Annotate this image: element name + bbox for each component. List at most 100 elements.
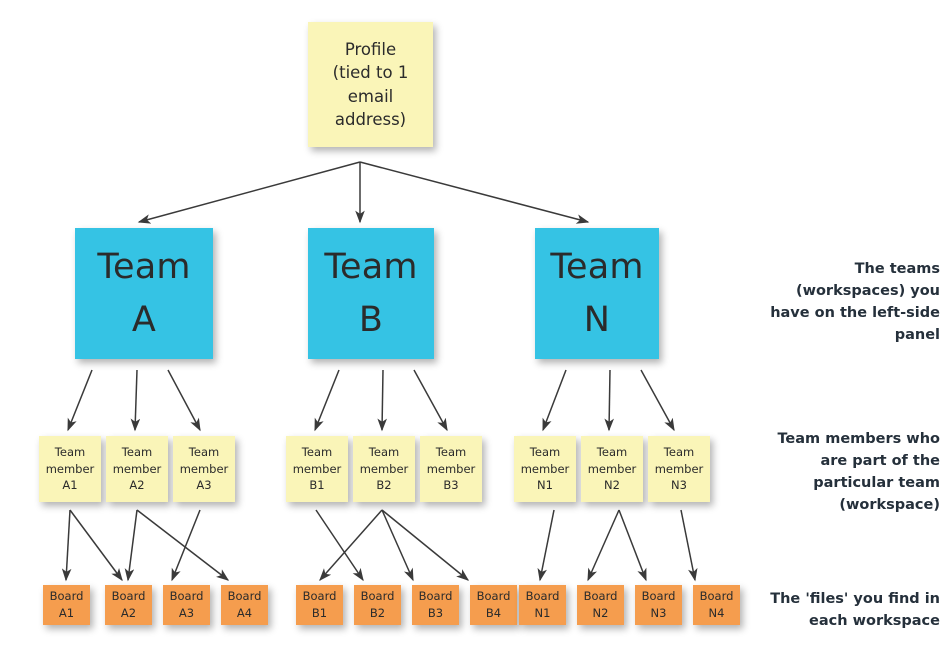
node-board-n2[interactable]: Board N2 <box>577 585 624 625</box>
node-board-n2-line2: N2 <box>592 606 609 620</box>
edge-member-n1-to-board-n1 <box>537 509 555 582</box>
node-member-a1-text: Team member A1 <box>46 444 95 494</box>
node-board-a2-line1: Board <box>111 589 146 604</box>
node-board-b2-line2: B2 <box>369 606 386 620</box>
node-board-b2-line1: Board <box>360 589 395 604</box>
edge-member-a1-to-board-a1 <box>61 509 72 582</box>
edge-team-b-to-member-b2 <box>377 369 387 432</box>
node-member-n2-line3: N2 <box>604 478 620 493</box>
node-member-a3-text: Team member A3 <box>180 444 229 494</box>
node-member-a2-line2: member <box>112 461 162 476</box>
edge-member-a2-to-board-a2 <box>124 509 138 582</box>
edge-team-b-to-member-b3 <box>413 369 448 432</box>
node-board-n1[interactable]: Board N1 <box>519 585 566 625</box>
node-member-a3-line3: A3 <box>196 478 212 493</box>
edge-member-b2-to-board-b3 <box>381 509 414 582</box>
edge-profile-to-team-n <box>359 161 590 224</box>
node-member-b3-line3: B3 <box>443 478 459 493</box>
node-board-b4-line2: B4 <box>485 606 502 620</box>
node-board-a3-line1: Board <box>169 589 204 604</box>
node-board-b3[interactable]: Board B3 <box>412 585 459 625</box>
node-team-n-line1: Team <box>550 247 644 287</box>
annotation-members: Team members who are part of the particu… <box>777 431 940 514</box>
node-member-a2-text: Team member A2 <box>113 444 162 494</box>
node-board-n2-text: Board N2 <box>584 588 618 621</box>
edge-team-a-to-member-a3 <box>167 369 201 432</box>
node-member-n1[interactable]: Team member N1 <box>514 436 576 502</box>
node-member-b3-line2: member <box>426 461 476 476</box>
node-board-n1-text: Board N1 <box>526 588 560 621</box>
node-member-a1[interactable]: Team member A1 <box>39 436 101 502</box>
node-member-b1[interactable]: Team member B1 <box>286 436 348 502</box>
node-member-n3-line3: N3 <box>671 478 687 493</box>
node-member-n1-line3: N1 <box>537 478 553 493</box>
node-member-a3-line2: member <box>179 461 229 476</box>
node-member-n2-line2: member <box>587 461 637 476</box>
edge-member-a3-to-board-a3 <box>171 509 201 582</box>
node-member-n1-line2: member <box>520 461 570 476</box>
node-board-b3-line1: Board <box>418 589 453 604</box>
node-member-b3-line1: Team <box>435 444 467 459</box>
node-board-a4-line1: Board <box>227 589 262 604</box>
node-board-b1[interactable]: Board B1 <box>296 585 343 625</box>
node-board-n3-line1: Board <box>641 589 676 604</box>
node-member-b1-line1: Team <box>301 444 333 459</box>
node-board-n3[interactable]: Board N3 <box>635 585 682 625</box>
node-member-a2-line1: Team <box>121 444 153 459</box>
node-member-n1-line1: Team <box>529 444 561 459</box>
node-board-a3-text: Board A3 <box>170 588 204 621</box>
node-member-n2-text: Team member N2 <box>588 444 637 494</box>
node-board-b4[interactable]: Board B4 <box>470 585 517 625</box>
edge-profile-to-team-a <box>137 161 361 224</box>
node-board-a4-text: Board A4 <box>228 588 262 621</box>
node-member-n3[interactable]: Team member N3 <box>648 436 710 502</box>
node-board-n4-line2: N4 <box>708 606 725 620</box>
edge-member-b2-to-board-b4 <box>381 509 470 581</box>
node-board-b3-line2: B3 <box>427 606 444 620</box>
node-team-n-line2: N <box>583 299 611 340</box>
node-board-n4-line1: Board <box>699 589 734 604</box>
node-team-b[interactable]: Team B <box>308 228 434 359</box>
node-member-n2[interactable]: Team member N2 <box>581 436 643 502</box>
node-member-n3-line2: member <box>654 461 704 476</box>
node-board-a4-line2: A4 <box>236 606 253 620</box>
node-team-b-line2: B <box>358 299 384 340</box>
node-member-b1-text: Team member B1 <box>293 444 342 494</box>
edge-member-b2-to-board-b1 <box>319 509 383 582</box>
node-board-b4-line1: Board <box>476 589 511 604</box>
node-member-b2-text: Team member B2 <box>360 444 409 494</box>
node-team-a[interactable]: Team A <box>75 228 213 359</box>
node-board-b2[interactable]: Board B2 <box>354 585 401 625</box>
node-member-b1-line2: member <box>292 461 342 476</box>
node-board-a2-text: Board A2 <box>112 588 146 621</box>
node-team-a-text: Team A <box>97 241 190 346</box>
node-member-n3-line1: Team <box>663 444 695 459</box>
node-board-n4[interactable]: Board N4 <box>693 585 740 625</box>
edge-member-a1-to-board-a2 <box>69 509 123 582</box>
node-board-a4[interactable]: Board A4 <box>221 585 268 625</box>
node-team-b-text: Team B <box>324 241 417 346</box>
node-member-n2-line1: Team <box>596 444 628 459</box>
node-team-b-line1: Team <box>324 247 418 287</box>
node-member-b3[interactable]: Team member B3 <box>420 436 482 502</box>
node-team-a-line2: A <box>131 299 157 340</box>
node-board-a2[interactable]: Board A2 <box>105 585 152 625</box>
node-member-b2-line3: B2 <box>376 478 392 493</box>
annotation-boards: The 'files' you find in each workspace <box>770 591 940 630</box>
node-board-n4-text: Board N4 <box>700 588 734 621</box>
node-member-a3[interactable]: Team member A3 <box>173 436 235 502</box>
node-member-n3-text: Team member N3 <box>655 444 704 494</box>
node-board-b1-line2: B1 <box>311 606 328 620</box>
edge-member-b1-to-board-b2 <box>315 509 364 582</box>
node-board-a1[interactable]: Board A1 <box>43 585 90 625</box>
annotation-teams: The teams (workspaces) you have on the l… <box>770 261 940 344</box>
node-profile[interactable]: Profile (tied to 1 email address) <box>308 22 433 147</box>
node-member-a2[interactable]: Team member A2 <box>106 436 168 502</box>
node-member-b2-line2: member <box>359 461 409 476</box>
node-board-a3[interactable]: Board A3 <box>163 585 210 625</box>
node-team-n[interactable]: Team N <box>535 228 659 359</box>
node-member-b1-line3: B1 <box>309 478 325 493</box>
node-board-a1-line2: A1 <box>58 606 75 620</box>
node-member-b2[interactable]: Team member B2 <box>353 436 415 502</box>
node-board-b4-text: Board B4 <box>477 588 511 621</box>
